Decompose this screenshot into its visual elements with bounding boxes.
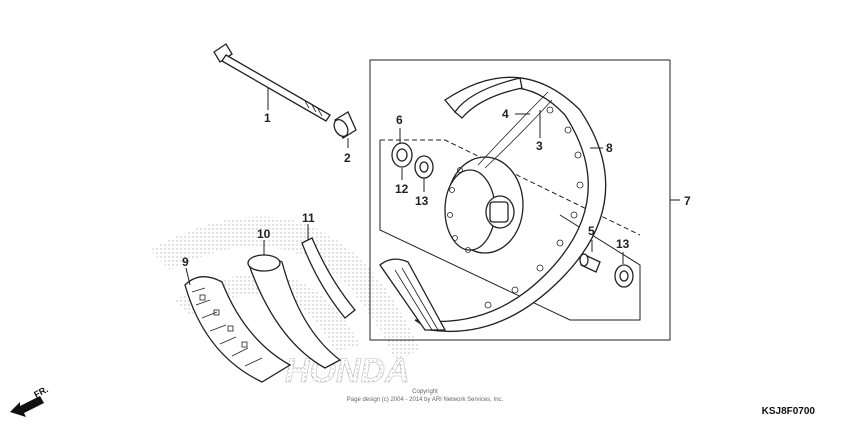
axle-bolt (213, 43, 331, 122)
rim (379, 76, 607, 333)
callout-4: 4 (502, 107, 509, 121)
callout-9: 9 (182, 255, 189, 269)
callout-6: 6 (396, 113, 403, 127)
callout-10: 10 (257, 227, 271, 241)
leader-lines (185, 88, 680, 286)
bearing-right (614, 264, 634, 288)
distance-collar (579, 253, 601, 273)
copyright-line1: Copyright (412, 389, 438, 395)
assembly-frame (369, 59, 671, 341)
front-direction-indicator: FR. (10, 384, 50, 417)
tire (184, 276, 292, 383)
rim-band (301, 237, 356, 319)
callout-2: 2 (344, 151, 351, 165)
tube (247, 254, 342, 369)
wheel-hub (444, 156, 524, 254)
callout-12: 12 (395, 182, 409, 196)
callout-13-left: 13 (415, 194, 429, 208)
callout-7: 7 (684, 194, 691, 208)
callout-8: 8 (606, 141, 613, 155)
callout-13-right: 13 (616, 237, 630, 251)
diagram-code: KSJ8F0700 (762, 406, 816, 417)
watermark-text: HONDA (285, 352, 410, 390)
hub-subframe (379, 140, 641, 321)
direction-label: FR. (32, 384, 49, 400)
callouts: 1 2 3 4 5 6 7 8 9 10 11 12 13 13 (182, 107, 691, 269)
arrow-icon (10, 396, 44, 417)
callout-11: 11 (302, 211, 315, 225)
callout-5: 5 (588, 224, 595, 238)
collar (333, 111, 357, 139)
copyright-line2: Page design (c) 2004 - 2014 by ARI Netwo… (347, 397, 504, 403)
callout-1: 1 (264, 111, 271, 125)
dust-seal (391, 142, 413, 168)
hub-subframe-top (380, 139, 641, 236)
spokes (477, 91, 553, 169)
callout-3: 3 (536, 139, 543, 153)
bearing-left (414, 155, 434, 179)
